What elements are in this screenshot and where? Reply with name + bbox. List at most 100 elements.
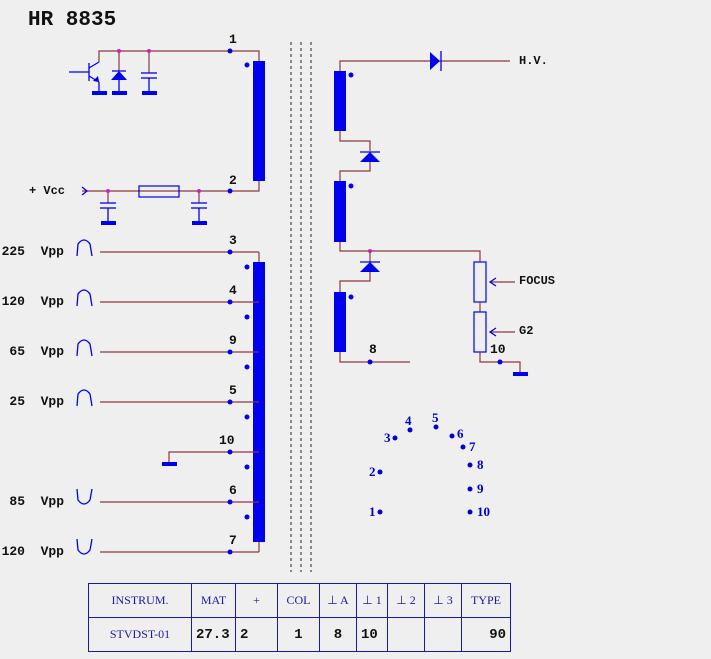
pinout-pin-7: 7 [460,439,476,454]
damper-diode-icon [111,49,127,95]
vcc-label: + Vcc [29,184,65,198]
resistor-icon [138,185,180,198]
value-cell: 2 [235,617,278,652]
pinout-label: 4 [405,413,412,428]
hv-label: H.V. [519,54,548,68]
g2-potentiometer [473,311,487,353]
polarity-dot [244,264,250,270]
voltage-label: 120 Vpp [2,544,65,559]
pinout-label: 8 [477,457,484,472]
hv-diode-icon [430,51,442,71]
value-cell: 90 [461,617,511,652]
pin-2-dot [227,188,233,194]
pinout-pin-9: 9 [467,481,484,496]
pin-dot [227,299,233,305]
polarity-dot [244,364,250,370]
pinout-label: 6 [457,426,464,441]
pinout-pin-10: 10 [467,504,490,519]
value-cell [424,617,462,652]
secondary-circuit: H.V. 8 FOCUS G2 10 [334,51,555,376]
focus-potentiometer [473,261,487,303]
focus-label: FOCUS [519,274,555,288]
header-cell: MAT [191,583,236,618]
header-cell: ⊥ A [319,583,357,618]
winding-tap-10: 10 [162,433,259,470]
pin-dot [227,549,233,555]
hv-winding-3 [334,292,346,352]
value-cell: 8 [319,617,357,652]
hv-winding-2 [334,181,346,242]
header-cell: + [235,583,278,618]
polarity-dot [244,464,250,470]
pinout-label: 3 [384,430,391,445]
positive-pulse-waveform-icon [76,389,93,407]
header-cell: ⊥ 3 [424,583,462,618]
pin-8-dot [367,359,373,365]
g2-label: G2 [519,324,533,338]
input-arrow-icon [81,186,89,196]
polarity-dot [244,314,250,320]
polarity-dot [244,62,250,68]
value-cell: 1 [277,617,320,652]
pin-label: 3 [229,233,237,248]
pinout-label: 10 [477,504,490,519]
pin-2-label: 2 [229,173,237,188]
pinout-pin-4: 4 [405,413,413,433]
positive-pulse-waveform-icon [76,289,93,307]
pin-10-dot [497,359,503,365]
positive-pulse-waveform-icon [76,239,93,257]
pinout-pin-6: 6 [449,426,464,441]
value-cell [387,617,425,652]
cascade-diode-icon [360,151,380,162]
value-cell: STVDST-01 [88,617,192,652]
header-cell: INSTRUM. [88,583,192,618]
pinout-pin-2: 2 [369,464,383,479]
header-cell: ⊥ 1 [356,583,388,618]
value-cell: 10 [356,617,388,652]
header-cell: TYPE [461,583,511,618]
pinout-pin-3: 3 [384,430,398,445]
pin-label: 10 [219,433,235,448]
pin-dot [227,499,233,505]
pin-dot [227,449,233,455]
pinout-label: 2 [369,464,376,479]
pin-8-label: 8 [369,342,377,357]
transformer-core [290,42,312,572]
primary-winding [253,61,265,181]
header-cell: COL [277,583,320,618]
pin-label: 7 [229,533,237,548]
transistor-icon [69,61,107,95]
winding-tap-4: 120 Vpp 4 [2,283,259,320]
spec-table: INSTRUM. MAT + COL ⊥ A ⊥ 1 ⊥ 2 ⊥ 3 TYPE … [88,583,511,652]
voltage-label: 25 Vpp [9,394,64,409]
polarity-dot [244,514,250,520]
value-cell: 27.3 [191,617,236,652]
pin-dot [227,349,233,355]
winding-tap-7: 120 Vpp 7 [2,533,259,559]
pin-10-label: 10 [490,342,506,357]
pinout-label: 7 [469,439,476,454]
primary-circuit: 1 + Vcc 2 [29,32,265,225]
filter-capacitor-icon [100,189,207,225]
pin-1-label: 1 [229,32,237,47]
pin-dot [227,249,233,255]
voltage-label: 120 Vpp [2,294,65,309]
part-title: HR 8835 [28,9,116,32]
pinout-pin-1: 1 [369,504,383,519]
winding-tap-5: 25 Vpp 5 [9,383,259,420]
pin-label: 5 [229,383,237,398]
pinout-label: 5 [432,410,439,425]
hv-winding-1 [334,71,346,131]
pinout-label: 9 [477,481,484,496]
pinout-pin-5: 5 [432,410,439,430]
capacitor-icon [141,49,157,95]
negative-pulse-waveform-icon [76,538,93,555]
arrow-left-icon [488,277,497,287]
pin-label: 4 [229,283,237,298]
